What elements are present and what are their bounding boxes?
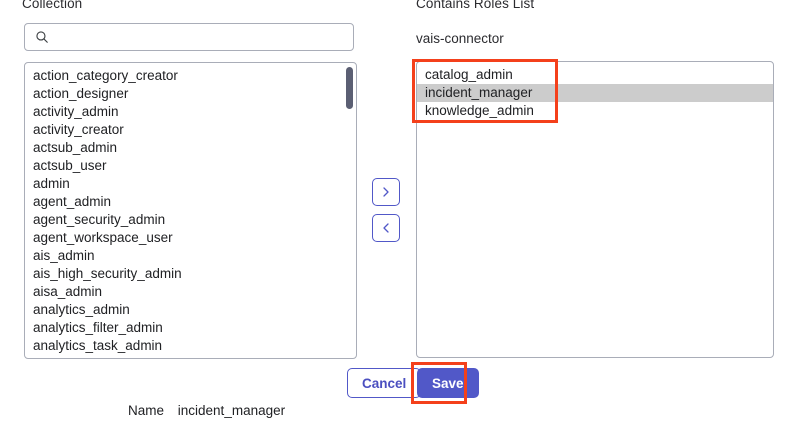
collection-header: Collection [22, 0, 83, 11]
list-item[interactable]: knowledge_admin [425, 103, 534, 118]
list-item[interactable]: actsub_admin [33, 140, 118, 155]
list-item[interactable]: aisa_admin [33, 284, 103, 299]
save-button[interactable]: Save [417, 368, 479, 398]
search-field[interactable] [24, 23, 354, 51]
list-item[interactable]: ais_admin [33, 248, 95, 263]
list-item[interactable]: agent_workspace_user [33, 230, 173, 245]
list-item[interactable]: analytics_filter_admin [33, 320, 163, 335]
list-item[interactable]: analytics_task_admin [33, 338, 163, 353]
chevron-right-icon [380, 186, 392, 198]
chevron-left-icon [380, 222, 392, 234]
collection-scrollbar-thumb[interactable] [346, 67, 353, 109]
list-item[interactable]: ais_high_security_admin [33, 266, 182, 281]
list-item[interactable]: action_category_creator [33, 68, 178, 83]
list-item[interactable]: agent_admin [33, 194, 112, 209]
search-input[interactable] [55, 27, 345, 47]
list-item[interactable]: activity_creator [33, 122, 124, 137]
list-item[interactable]: activity_admin [33, 104, 119, 119]
move-right-button[interactable] [372, 178, 400, 206]
list-item[interactable]: actsub_user [33, 158, 107, 173]
list-item[interactable]: analytics_viewer [25, 355, 356, 358]
contains-roles-header: Contains Roles List [416, 0, 535, 11]
list-item[interactable]: action_designer [33, 86, 129, 101]
record-name-value: incident_manager [177, 403, 286, 418]
list-item[interactable]: analytics_admin [33, 302, 130, 317]
list-item[interactable]: agent_security_admin [33, 212, 166, 227]
move-left-button[interactable] [372, 214, 400, 242]
list-item[interactable]: admin [33, 176, 70, 191]
record-name-row: Name incident_manager [128, 403, 285, 418]
cancel-button[interactable]: Cancel [347, 368, 422, 398]
record-name-label: Name [128, 403, 165, 418]
list-item[interactable]: catalog_admin [425, 67, 513, 82]
search-icon [33, 30, 55, 44]
list-item-selected[interactable]: incident_manager [417, 84, 773, 102]
role-subject-label: vais-connector [416, 31, 504, 46]
